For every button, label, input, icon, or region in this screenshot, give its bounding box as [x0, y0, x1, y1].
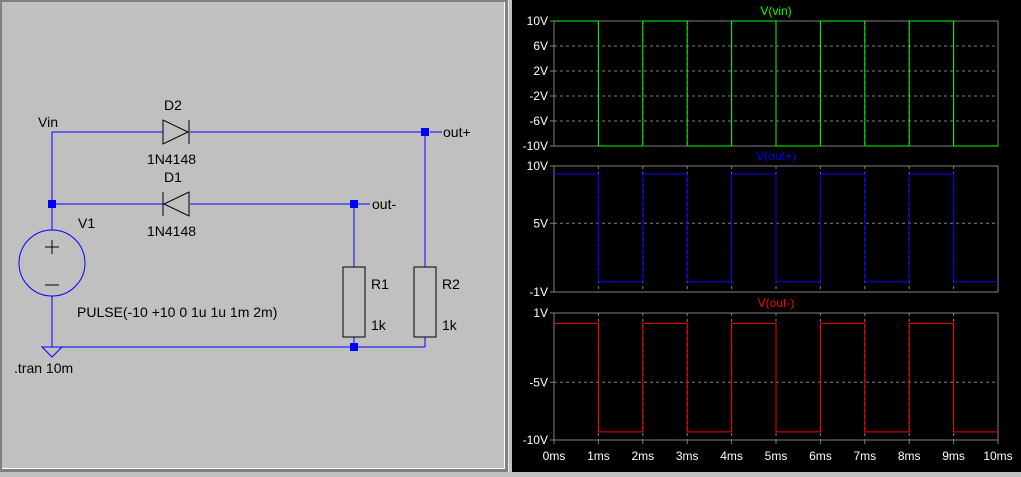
trace-line: [554, 173, 998, 283]
source-v1-name: V1: [78, 215, 95, 231]
ground-icon: [40, 346, 64, 358]
diode-d2-symbol[interactable]: [162, 119, 190, 145]
y-tick-label: -10V: [523, 433, 548, 447]
x-tick-label: 0ms: [543, 449, 566, 463]
diode-d2-name: D2: [164, 97, 182, 113]
y-tick-label: 5V: [533, 216, 548, 230]
waveform-plots: 10V 6V 2V -2V -6V -10V V(vin) 10V 5V -1V V(out+) 1V…: [523, 4, 1013, 463]
resistor-r1-name: R1: [371, 276, 389, 292]
net-label-out-plus[interactable]: out+: [443, 124, 471, 140]
x-tick-label: 4ms: [720, 449, 743, 463]
waveform-viewer[interactable]: 10V 6V 2V -2V -6V -10V V(vin) 10V 5V -1V V(out+) 1V…: [512, 0, 1021, 472]
junction-dot: [421, 128, 429, 136]
diode-d2-model: 1N4148: [147, 151, 196, 167]
pane-splitter[interactable]: [508, 0, 513, 472]
y-tick-label: -2V: [529, 89, 548, 103]
trace-name-label[interactable]: V(vin): [760, 4, 791, 18]
y-tick-label: -10V: [523, 139, 548, 153]
y-tick-label: 10V: [527, 159, 548, 173]
trace-name-label[interactable]: V(out-): [758, 296, 795, 310]
net-label-vin[interactable]: Vin: [38, 114, 58, 130]
x-tick-label: 1ms: [587, 449, 610, 463]
schematic-canvas[interactable]: Vin D2 1N4148 D1 1N4148 V1 PULSE(-10 +10…: [2, 2, 505, 469]
schematic-drawing: Vin D2 1N4148 D1 1N4148 V1 PULSE(-10 +10…: [14, 97, 471, 376]
resistor-r2-name: R2: [442, 276, 460, 292]
x-tick-label: 9ms: [942, 449, 965, 463]
x-tick-label: 3ms: [676, 449, 699, 463]
x-tick-label: 10ms: [983, 449, 1012, 463]
net-label-out-minus[interactable]: out-: [372, 196, 396, 212]
x-tick-label: 6ms: [809, 449, 832, 463]
junction-dot: [350, 343, 358, 351]
resistor-r1-symbol[interactable]: [342, 266, 366, 338]
x-tick-label: 2ms: [631, 449, 654, 463]
trace-name-label[interactable]: V(out+): [756, 149, 796, 163]
diode-d1-model: 1N4148: [147, 223, 196, 239]
diode-d1-symbol[interactable]: [162, 191, 190, 217]
junction-dot: [350, 200, 358, 208]
y-tick-label: 6V: [533, 39, 548, 53]
source-v1-value[interactable]: PULSE(-10 +10 0 1u 1u 1m 2m): [77, 304, 277, 320]
trace-line: [554, 322, 998, 433]
junction-dot: [48, 200, 56, 208]
y-tick-label: 1V: [533, 306, 548, 320]
x-tick-label: 5ms: [765, 449, 788, 463]
spice-directive[interactable]: .tran 10m: [14, 360, 73, 376]
y-tick-label: -5V: [529, 375, 548, 389]
resistor-r2-value: 1k: [442, 317, 458, 333]
plot-frame: [553, 165, 999, 293]
x-tick-label: 8ms: [898, 449, 921, 463]
trace-line: [554, 20, 998, 147]
y-tick-label: 2V: [533, 64, 548, 78]
y-tick-label: 10V: [527, 14, 548, 28]
voltage-source-v1-symbol[interactable]: [18, 229, 86, 297]
resistor-r2-symbol[interactable]: [413, 266, 437, 338]
y-tick-label: -6V: [529, 114, 548, 128]
x-tick-label: 7ms: [853, 449, 876, 463]
resistor-r1-value: 1k: [371, 317, 387, 333]
y-tick-label: -1V: [529, 285, 548, 299]
schematic-pane: Vin D2 1N4148 D1 1N4148 V1 PULSE(-10 +10…: [0, 0, 508, 472]
diode-d1-name: D1: [164, 169, 182, 185]
